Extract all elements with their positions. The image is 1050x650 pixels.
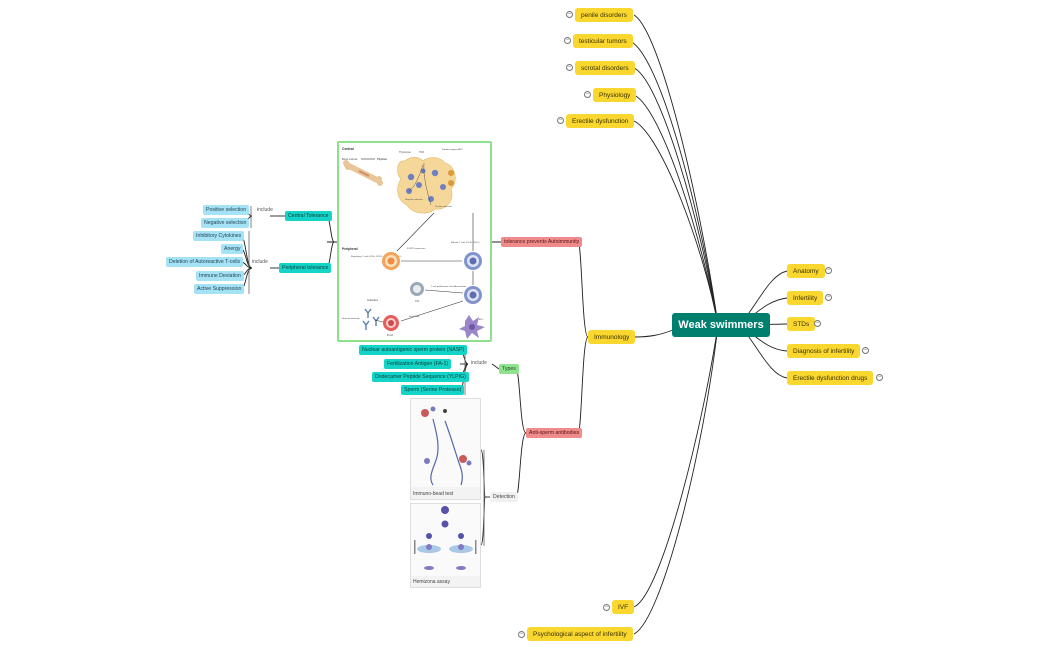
topic-testicular-tumors[interactable]: testicular tumors	[573, 34, 633, 48]
topic-infertility[interactable]: Infertility	[787, 291, 824, 305]
figure-label-proliferation: T-cell proliferation and differentiation	[431, 285, 467, 288]
hemizona-illustration	[411, 504, 480, 576]
collapse-toggle-penile[interactable]	[566, 11, 573, 18]
collapse-toggle-erectile[interactable]	[557, 117, 564, 124]
topic-psychological-aspect[interactable]: Psychological aspect of infertility	[527, 627, 633, 641]
bone-illustration	[343, 160, 383, 186]
immune-tolerance-figure: Central Bone marrow Thymus Thymocyte TCR…	[337, 141, 492, 342]
subtopic-central-tolerance[interactable]: Central Tolerance	[285, 211, 332, 221]
collapse-toggle-infertility[interactable]	[825, 294, 832, 301]
effector-cell-2	[464, 286, 482, 304]
b-cell	[383, 315, 399, 331]
figure-label-effector: Effector T cells (CD4+ CD8+)	[451, 241, 480, 244]
figure-label-peptide: Peptide antigen MHC	[442, 148, 463, 151]
leaf-immune-deviation[interactable]: Immune Deviation	[196, 271, 244, 281]
topic-stds[interactable]: STDs	[787, 317, 816, 331]
relation-label-peripheral: include	[252, 259, 268, 265]
figure-label-apc: APC	[479, 318, 484, 321]
leaf-inhibitory-cytokines[interactable]: Inhibitory Cytokines	[193, 231, 245, 241]
topic-penile-disorders[interactable]: penile disorders	[575, 8, 633, 22]
figure-label-humoral: Humoral immunity	[342, 317, 361, 320]
figure-label-bone-marrow: Bone marrow	[342, 157, 358, 161]
subtopic-detection[interactable]: Detection	[490, 492, 518, 502]
leaf-ylpig[interactable]: Dodecamer Peptide Sequence (YLPIG)	[372, 372, 469, 382]
topic-immunology[interactable]: Immunology	[588, 330, 636, 344]
immuno-bead-illustration	[411, 399, 480, 487]
figure-label-bcell: B cell	[387, 334, 393, 337]
immuno-bead-test-caption: Immuno-bead test	[413, 491, 454, 497]
topic-physiology[interactable]: Physiology	[593, 88, 637, 102]
relation-label-central: include	[257, 207, 273, 213]
ctl-cell	[410, 282, 424, 296]
leaf-fa1[interactable]: Fertilization Antigen (FA-1)	[384, 359, 452, 369]
leaf-positive-selection[interactable]: Positive selection	[203, 205, 250, 215]
thymus-illustration	[397, 156, 456, 214]
collapse-toggle-ed-drugs[interactable]	[876, 374, 883, 381]
leaf-active-suppression[interactable]: Active Suppression	[194, 284, 245, 294]
figure-label-antibodies: Antibodies	[367, 299, 379, 302]
figure-label-tregs: Regulatory T cells (CD4+ CD25+ CTLA4+ FO…	[351, 255, 402, 258]
figure-label-positive: Positive selection	[435, 205, 453, 208]
figure-label-foxp3: FOXP3 expression	[407, 247, 426, 250]
figure-label-bcell-help: B-cell help	[409, 316, 420, 318]
collapse-toggle-stds[interactable]	[814, 320, 821, 327]
leaf-anergy[interactable]: Anergy	[221, 244, 244, 254]
figure-label-peripheral: Peripheral	[342, 247, 358, 251]
topic-diagnosis-of-infertility[interactable]: Diagnosis of infertility	[787, 344, 861, 358]
figure-label-ctl: CTL	[415, 300, 420, 303]
subtopic-peripheral-tolerance[interactable]: Peripheral tolerance	[279, 263, 332, 273]
collapse-toggle-ivf[interactable]	[603, 604, 610, 611]
leaf-nasp[interactable]: Nuclear autoantigenic sperm protein (NAS…	[359, 345, 468, 355]
relation-label-types: include	[471, 360, 487, 366]
topic-erectile-dysfunction-drugs[interactable]: Erectile dysfunction drugs	[787, 371, 874, 385]
collapse-toggle-anatomy[interactable]	[825, 267, 832, 274]
figure-label-negative: Negative selection	[405, 198, 424, 201]
topic-erectile-dysfunction[interactable]: Erectile dysfunction	[566, 114, 635, 128]
hemizona-assay-image: Hemizona assay	[410, 503, 481, 588]
treg-cell	[382, 252, 400, 270]
immuno-bead-test-image: Immuno-bead test	[410, 398, 481, 500]
leaf-serine-protease[interactable]: Sperm (Serine Protease)	[401, 385, 465, 395]
figure-illustration: Central Bone marrow Thymus Thymocyte TCR…	[342, 147, 485, 339]
apc-cell	[459, 315, 485, 339]
leaf-deletion-autoreactive[interactable]: Deletion of Autoreactive T-cells	[166, 257, 244, 267]
collapse-toggle-diagnosis[interactable]	[862, 347, 869, 354]
figure-label-thymocyte: Thymocyte	[399, 151, 411, 154]
subtopic-tolerance[interactable]: tolerance prevents Autoimmunity	[501, 237, 583, 247]
figure-label-tcr: TCR	[419, 151, 424, 154]
figure-label-thymus: Thymus	[377, 157, 388, 161]
collapse-toggle-testicular[interactable]	[564, 37, 571, 44]
antibody-icons	[362, 308, 380, 330]
hemizona-assay-caption: Hemizona assay	[413, 579, 450, 585]
topic-anatomy[interactable]: Anatomy	[787, 264, 825, 278]
topic-ivf[interactable]: IVF	[612, 600, 635, 614]
collapse-toggle-psychological[interactable]	[518, 631, 525, 638]
collapse-toggle-scrotal[interactable]	[566, 64, 573, 71]
leaf-negative-selection[interactable]: Negative selection	[201, 218, 250, 228]
root-topic[interactable]: Weak swimmers	[672, 313, 770, 337]
subtopic-anti-sperm-antibodies[interactable]: Anti-sperm antibodies	[526, 428, 583, 438]
collapse-toggle-physiology[interactable]	[584, 91, 591, 98]
topic-scrotal-disorders[interactable]: scrotal disorders	[575, 61, 635, 75]
figure-label-central: Central	[342, 147, 354, 151]
effector-cell	[464, 252, 482, 270]
subtopic-types[interactable]: Types	[499, 364, 519, 374]
